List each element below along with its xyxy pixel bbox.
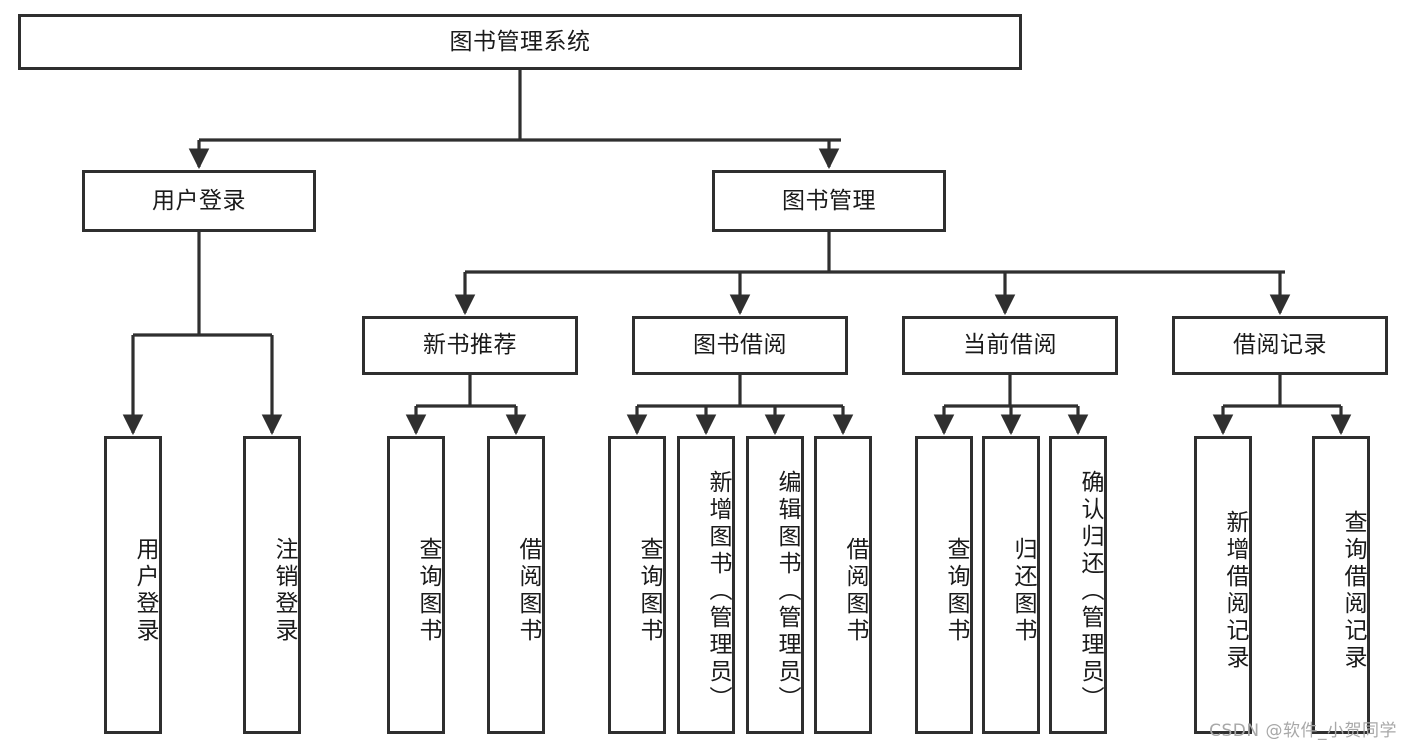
node-leaf-query-book-1[interactable]: 查询图书 [387,436,445,734]
node-leaf-add-book[interactable]: 新增图书（管理员） [677,436,735,734]
node-root[interactable]: 图书管理系统 [18,14,1022,70]
node-book-borrow[interactable]: 图书借阅 [632,316,848,375]
node-leaf-confirm-return[interactable]: 确认归还（管理员） [1049,436,1107,734]
node-current-borrow[interactable]: 当前借阅 [902,316,1118,375]
node-leaf-query-book-3[interactable]: 查询图书 [915,436,973,734]
watermark-label: CSDN @软件_小贺同学 [1209,721,1397,741]
node-leaf-edit-book[interactable]: 编辑图书（管理员） [746,436,804,734]
node-borrow-record[interactable]: 借阅记录 [1172,316,1388,375]
node-new-book-recommend[interactable]: 新书推荐 [362,316,578,375]
node-leaf-borrow-book-1[interactable]: 借阅图书 [487,436,545,734]
node-leaf-borrow-book-2[interactable]: 借阅图书 [814,436,872,734]
node-leaf-return-book[interactable]: 归还图书 [982,436,1040,734]
node-leaf-logout-login[interactable]: 注销登录 [243,436,301,734]
node-leaf-add-record[interactable]: 新增借阅记录 [1194,436,1252,734]
node-leaf-user-login[interactable]: 用户登录 [104,436,162,734]
node-book-manage[interactable]: 图书管理 [712,170,946,232]
node-leaf-query-record[interactable]: 查询借阅记录 [1312,436,1370,734]
node-user-login[interactable]: 用户登录 [82,170,316,232]
node-leaf-query-book-2[interactable]: 查询图书 [608,436,666,734]
